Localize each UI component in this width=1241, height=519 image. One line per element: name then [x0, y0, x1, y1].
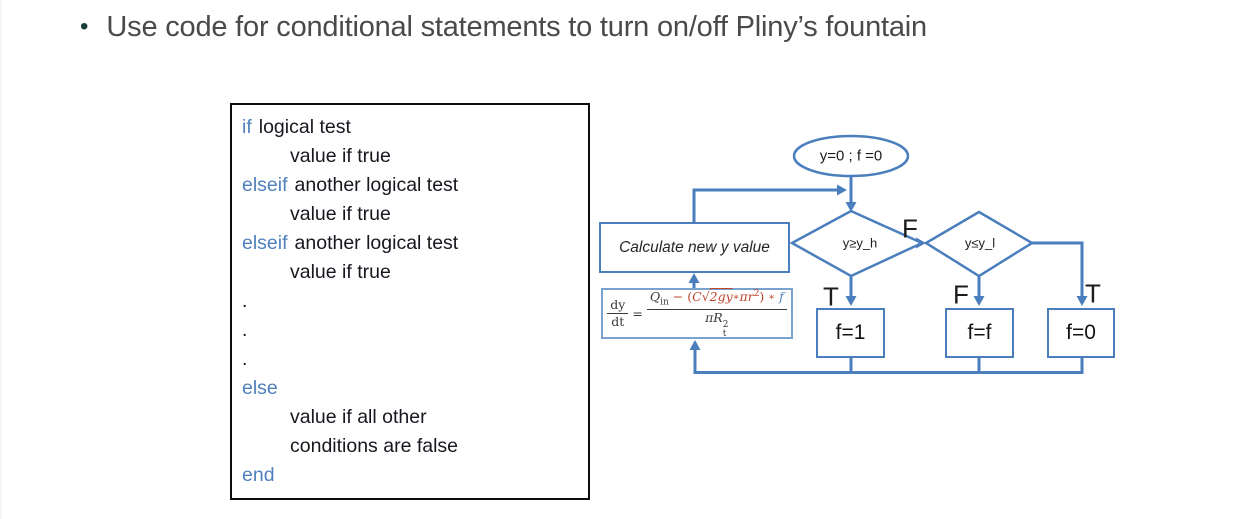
sqrt-symbol: √ [701, 288, 710, 304]
code-line: . [242, 316, 588, 345]
code-text: value if true [290, 203, 391, 225]
formula-token: πr [739, 288, 754, 304]
formula-token: ∗ [732, 291, 740, 303]
formula-token: C [692, 288, 702, 304]
code-text: value if true [290, 145, 391, 167]
formula-token: − [672, 288, 684, 304]
code-text: value if all other [290, 406, 427, 428]
branch-label-d1-true: T [823, 281, 839, 312]
formula-token: in [660, 297, 669, 308]
code-line: value if all other [242, 403, 588, 432]
formula-token: ( [687, 288, 693, 304]
code-line: . [242, 345, 588, 374]
arrowhead [973, 296, 985, 306]
code-text: . [242, 290, 248, 312]
code-text: conditions are false [290, 435, 459, 457]
formula-token: Q [649, 288, 661, 304]
slide-title: Use code for conditional statements to t… [106, 11, 927, 43]
code-keyword: if [242, 116, 252, 138]
formula-token: 2 [753, 288, 760, 299]
result-label: f=f [967, 321, 992, 344]
arrowhead [689, 340, 701, 350]
code-text: another logical test [294, 232, 459, 254]
branch-label-d2-false: F [953, 279, 969, 310]
code-text: . [242, 348, 248, 370]
code-keyword: end [242, 464, 275, 486]
code-line: conditions are false [242, 432, 588, 461]
code-line: value if true [242, 258, 588, 287]
formula-token: ∗ [768, 291, 776, 303]
formula-token: 2 [722, 319, 729, 330]
code-box: if logical test value if true elseif anoth… [230, 103, 590, 500]
flowchart-connector [693, 342, 1084, 374]
result-box-f0: f=0 [1047, 308, 1115, 358]
flowchart-connector [1032, 241, 1084, 300]
formula-token: πR [705, 309, 723, 325]
bullet-icon: • [80, 13, 89, 40]
decision-diamond-1 [789, 209, 926, 278]
code-line: if logical test [242, 113, 588, 142]
branch-label-d1-false: F [902, 213, 918, 244]
decision1-label: y≥y_h [842, 235, 878, 251]
calc-box: Calculate new y value [599, 222, 790, 273]
formula-token: 2gy [709, 288, 733, 304]
code-line: . [242, 287, 588, 316]
arrowhead [845, 202, 857, 212]
formula-token: = [632, 306, 643, 321]
formula-token: t [722, 328, 727, 339]
result-box-f1: f=1 [816, 308, 885, 358]
code-line: elseif another logical test [242, 171, 588, 200]
code-text: another logical test [294, 174, 459, 196]
result-label: f=1 [835, 321, 866, 344]
decision-diamond-2 [923, 210, 1035, 278]
code-line: value if true [242, 142, 588, 171]
result-box-ff: f=f [945, 308, 1014, 358]
formula-token: f [779, 288, 784, 304]
arrowhead [845, 296, 857, 306]
code-line: else [242, 374, 588, 403]
result-label: f=0 [1066, 321, 1096, 344]
calc-label: Calculate new y value [619, 238, 770, 256]
code-text: value if true [290, 261, 391, 283]
decision2-label: y≤y_l [964, 235, 996, 251]
start-ellipse [792, 134, 910, 178]
arrowhead [1076, 296, 1088, 306]
code-text: . [242, 319, 248, 341]
formula-token: ) [759, 288, 765, 304]
branch-label-d2-true: T [1085, 278, 1101, 309]
flowchart-connector [692, 188, 839, 222]
title-row: • Use code for conditional statements to… [80, 8, 927, 46]
code-keyword: elseif [242, 232, 288, 254]
formula-token: dt [611, 314, 625, 329]
code-line: elseif another logical test [242, 229, 588, 258]
code-keyword: elseif [242, 174, 288, 196]
code-line: value if true [242, 200, 588, 229]
arrowhead [837, 184, 847, 196]
code-line: end [242, 461, 588, 490]
formula-numerator: Qin − (C√2gy∗πr2) ∗ f [646, 288, 787, 310]
formula-token: dy [607, 297, 629, 314]
code-keyword: else [242, 377, 278, 399]
arrowhead [688, 273, 700, 283]
start-label: y=0 ; f =0 [819, 147, 883, 165]
code-text: logical test [258, 116, 351, 138]
